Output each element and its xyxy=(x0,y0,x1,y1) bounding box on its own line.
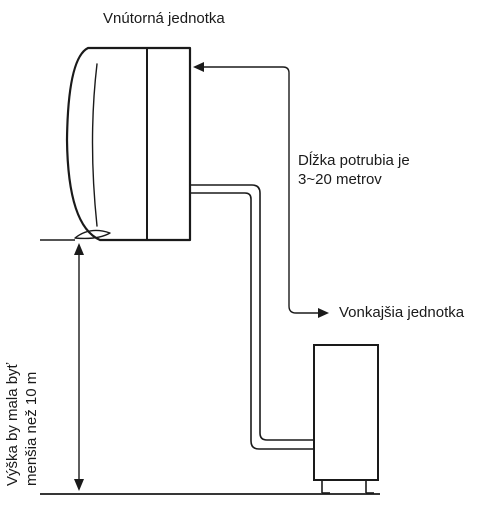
indoor-unit-body xyxy=(65,46,192,242)
height-dimension xyxy=(40,239,380,495)
height-limit-label-line2: menšia než 10 m xyxy=(23,371,40,486)
refrigerant-pipe xyxy=(190,184,314,450)
outdoor-unit-label: Vonkajšia jednotka xyxy=(339,304,465,321)
indoor-unit-front-panel xyxy=(91,63,98,227)
pipe-length-arrow xyxy=(193,62,329,318)
pipe-length-label-line1: Dĺžka potrubia je xyxy=(298,152,410,169)
indoor-unit-outlet xyxy=(74,229,111,240)
pipe-length-label: Dĺžka potrubia je 3~20 metrov xyxy=(298,151,410,189)
height-limit-label: Výška by mala byť menšia než 10 m xyxy=(3,363,41,486)
indoor-unit-label: Vnútorná jednotka xyxy=(103,10,225,27)
height-limit-label-line1: Výška by mala byť xyxy=(4,362,21,486)
indoor-unit xyxy=(65,46,192,242)
outdoor-unit xyxy=(313,344,379,494)
pipe-length-label-line2: 3~20 metrov xyxy=(298,171,382,188)
